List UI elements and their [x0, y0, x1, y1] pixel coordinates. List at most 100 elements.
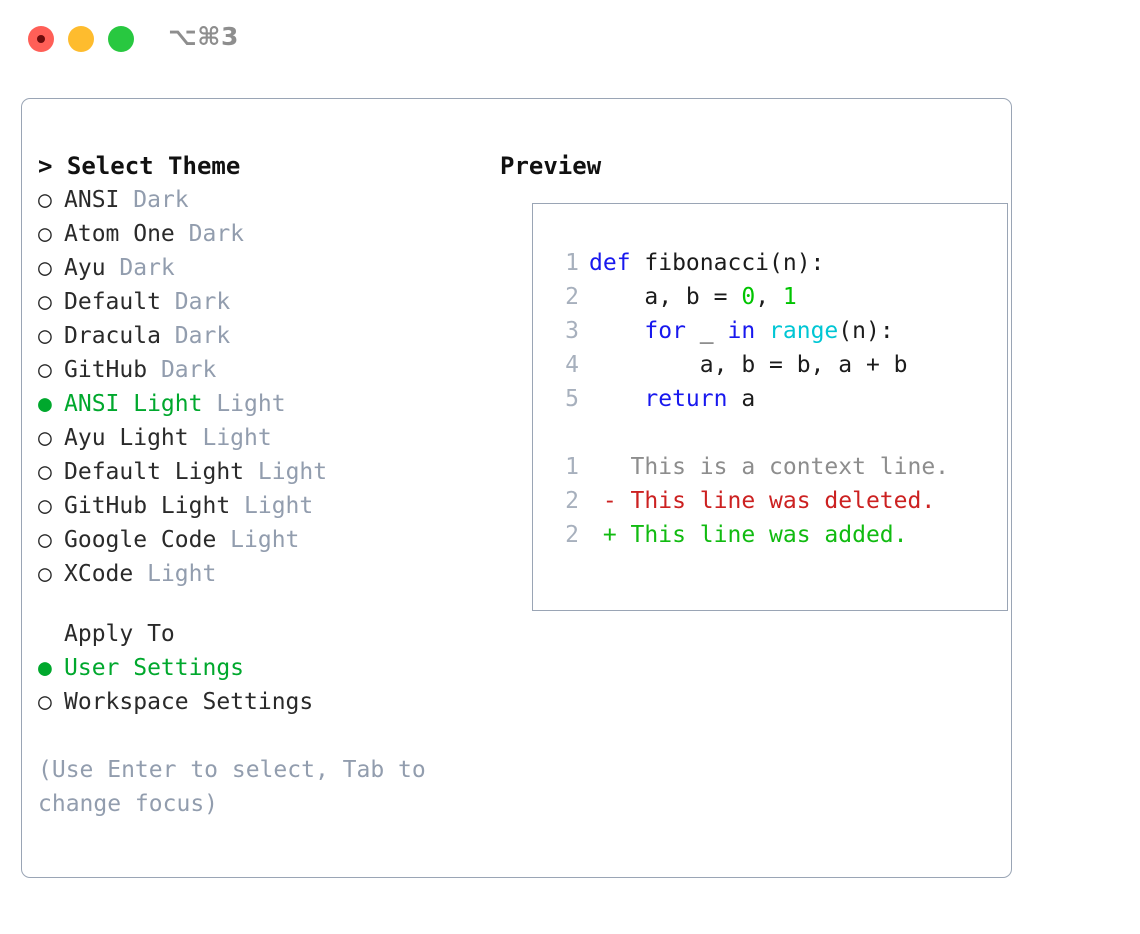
code-token-txt: a, b =: [589, 284, 742, 310]
code-token-add: + This line was added.: [589, 522, 908, 548]
radio-unselected-icon: ○: [38, 357, 52, 383]
code-line: 2 + This line was added.: [553, 518, 949, 552]
theme-option-ansi[interactable]: ○ ANSI Dark: [38, 183, 488, 217]
code-token-num: 1: [782, 284, 797, 310]
code-token-fn: range: [769, 318, 839, 344]
code-line: 1 def fibonacci(n):: [553, 246, 949, 280]
theme-option-variant: Light: [216, 391, 286, 417]
code-token-kw: return: [644, 386, 728, 412]
line-number: 2: [565, 488, 579, 514]
code-line: 2 - This line was deleted.: [553, 484, 949, 518]
minimize-button[interactable]: [68, 26, 94, 52]
line-number: 4: [565, 352, 579, 378]
radio-unselected-icon: ○: [38, 289, 52, 315]
theme-option-variant: Dark: [119, 255, 175, 281]
radio-unselected-icon: ○: [38, 493, 52, 519]
code-token-kw: def: [589, 250, 645, 276]
theme-option-ayu[interactable]: ○ Ayu Dark: [38, 251, 488, 285]
theme-option-variant: Light: [257, 459, 328, 485]
theme-option-label: XCode: [64, 561, 148, 587]
line-number: 3: [565, 318, 579, 344]
code-token-kw: for: [644, 318, 686, 344]
code-token-ctx: This is a context line.: [589, 454, 950, 480]
line-number: 2: [565, 284, 579, 310]
radio-selected-icon: ●: [38, 391, 52, 417]
code-line: 1 This is a context line.: [553, 450, 949, 484]
theme-option-ayu-light[interactable]: ○Ayu Light Light: [38, 421, 488, 455]
apply-to-option-label: User Settings: [64, 655, 245, 681]
theme-option-variant: Light: [230, 527, 300, 553]
theme-option-label: Default: [64, 289, 175, 315]
code-token-txt: (n):: [838, 318, 894, 344]
theme-option-label: Dracula: [64, 323, 175, 349]
code-token-del: - This line was deleted.: [589, 488, 936, 514]
code-token-txt: ,: [755, 284, 783, 310]
theme-option-ansi-light[interactable]: ● ANSI Light Light: [38, 387, 488, 421]
code-line: 3 for _ in range(n):: [553, 314, 949, 348]
theme-option-variant: Dark: [174, 323, 231, 349]
select-theme-heading: > Select Theme: [38, 152, 241, 180]
code-token-txt: a, b = b, a + b: [589, 352, 908, 378]
code-line: 2 a, b = 0, 1: [553, 280, 949, 314]
theme-option-variant: Light: [202, 425, 272, 451]
line-number: 5: [565, 386, 579, 412]
radio-unselected-icon: ○: [38, 255, 52, 281]
theme-option-label: Default Light: [64, 459, 258, 485]
apply-to-list[interactable]: ● User Settings ○ Workspace Settings: [38, 651, 488, 719]
theme-option-label: Ayu Light: [64, 425, 203, 451]
theme-option-label: ANSI: [64, 187, 134, 213]
spacer: [38, 591, 488, 617]
theme-option-github-light[interactable]: ○GitHub Light Light: [38, 489, 488, 523]
title-bar: ⌥⌘3: [0, 0, 1140, 78]
theme-option-atom-one[interactable]: ○Atom One Dark: [38, 217, 488, 251]
keyboard-hint-text: (Use Enter to select, Tab to change focu…: [38, 757, 440, 817]
code-token-txt: _: [685, 318, 728, 344]
theme-option-github[interactable]: ○ GitHub Dark: [38, 353, 488, 387]
radio-unselected-icon: ○: [38, 689, 52, 715]
theme-option-label: Ayu: [64, 255, 120, 281]
window-controls: [28, 26, 134, 52]
line-number: 2: [565, 522, 579, 548]
code-token-txt: fibonacci(n):: [644, 250, 825, 276]
theme-option-variant: Dark: [133, 187, 189, 213]
radio-unselected-icon: ○: [38, 221, 52, 247]
theme-option-label: Google Code: [64, 527, 231, 553]
radio-unselected-icon: ○: [38, 561, 52, 587]
apply-to-option-label: Workspace Settings: [64, 689, 314, 715]
code-token-txt: [755, 318, 769, 344]
keyboard-shortcut-label: ⌥⌘3: [168, 22, 239, 51]
code-token-txt: a: [727, 386, 756, 412]
theme-option-label: ANSI Light: [64, 391, 217, 417]
line-number: 1: [565, 454, 579, 480]
apply-to-heading: Apply To: [64, 621, 175, 647]
code-token-txt: [589, 318, 644, 344]
code-token-num: 0: [741, 284, 756, 310]
theme-option-variant: Dark: [160, 357, 217, 383]
radio-unselected-icon: ○: [38, 187, 52, 213]
theme-option-default[interactable]: ○ Default Dark: [38, 285, 488, 319]
close-button[interactable]: [28, 26, 54, 52]
apply-to-option-workspace-settings[interactable]: ○ Workspace Settings: [38, 685, 488, 719]
radio-unselected-icon: ○: [38, 459, 52, 485]
theme-option-variant: Dark: [174, 289, 231, 315]
theme-option-dracula[interactable]: ○Dracula Dark: [38, 319, 488, 353]
theme-list[interactable]: ○ANSI Dark○Atom One Dark○Ayu Dark○Defaul…: [38, 183, 488, 591]
code-token-kw: in: [727, 318, 756, 344]
theme-option-variant: Dark: [188, 221, 245, 247]
maximize-button[interactable]: [108, 26, 134, 52]
radio-selected-icon: ●: [38, 655, 52, 681]
apply-to-option-user-settings[interactable]: ● User Settings: [38, 651, 488, 685]
theme-option-xcode[interactable]: ○XCode Light: [38, 557, 488, 591]
code-blank-line: [553, 416, 949, 450]
line-number: 1: [565, 250, 579, 276]
theme-option-label: GitHub: [64, 357, 161, 383]
code-line: 4 a, b = b, a + b: [553, 348, 949, 382]
preview-heading: Preview: [500, 152, 602, 180]
code-line: 5 return a: [553, 382, 949, 416]
theme-option-variant: Light: [244, 493, 314, 519]
theme-option-default-light[interactable]: ○ Default Light Light: [38, 455, 488, 489]
theme-option-google-code[interactable]: ○Google Code Light: [38, 523, 488, 557]
